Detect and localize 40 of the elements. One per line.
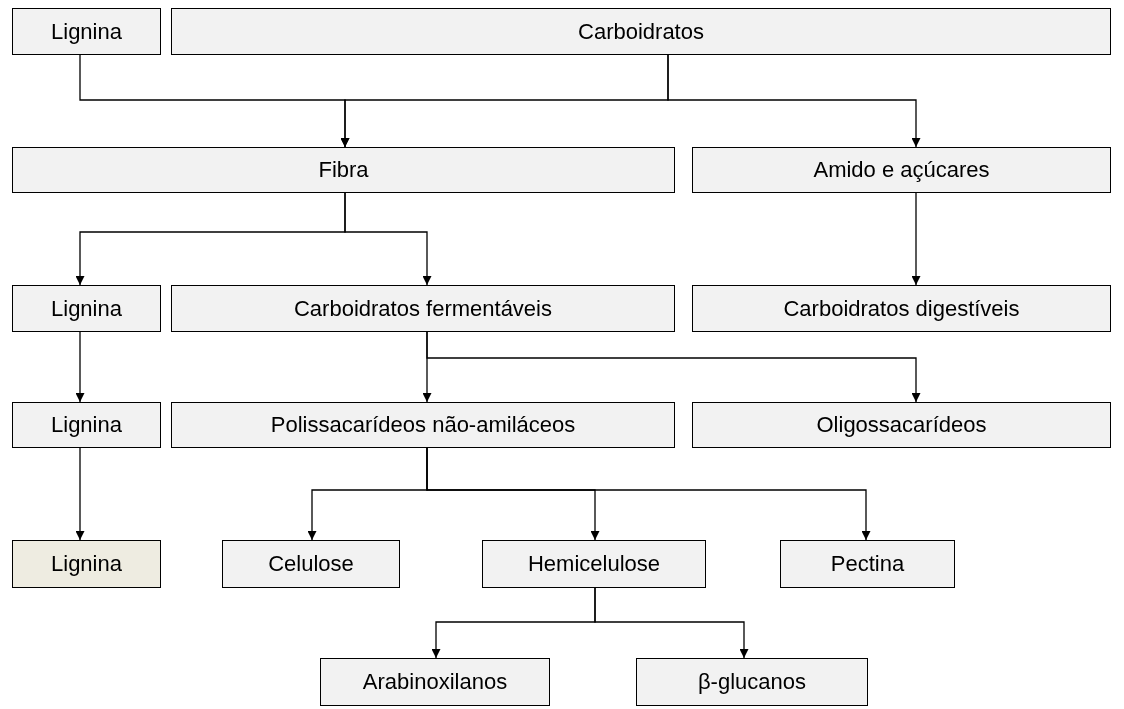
category-box <box>12 285 161 332</box>
category-box <box>482 540 706 588</box>
box-label: Fibra <box>318 157 369 183</box>
arrow <box>426 447 871 541</box>
box-label: Lignina <box>51 18 122 45</box>
box-label: Hemicelulose <box>527 551 661 577</box>
category-box <box>12 8 161 55</box>
arrow <box>594 587 749 659</box>
box-label: Oligossacarídeos <box>816 412 987 438</box>
category-box <box>222 540 400 588</box>
box-label: Polissacarídeos não-amiláceos <box>270 412 576 438</box>
category-box <box>780 540 955 588</box>
category-box <box>692 147 1111 193</box>
box-label: Amido e açúcares <box>813 157 990 183</box>
category-box <box>171 402 675 448</box>
category-box <box>12 402 161 448</box>
box-label: Arabinoxilanos <box>362 669 508 695</box>
category-box <box>636 658 868 706</box>
box-label: Carboidratos <box>578 18 704 45</box>
category-box <box>171 8 1111 55</box>
category-box <box>692 402 1111 448</box>
box-label: Carboidratos digestíveis <box>783 295 1020 322</box>
arrow <box>667 54 921 148</box>
category-box <box>320 658 550 706</box>
box-label: Lignina <box>51 551 122 577</box>
category-box <box>171 285 675 332</box>
category-box <box>692 285 1111 332</box>
arrow <box>911 192 921 286</box>
box-label: Pectina <box>830 551 905 577</box>
category-box <box>12 147 675 193</box>
box-label: Lignina <box>51 412 122 438</box>
arrow <box>426 331 921 403</box>
box-label: β-glucanos <box>697 669 806 695</box>
category-box <box>12 540 161 588</box>
box-label: Lignina <box>51 295 122 322</box>
arrow <box>75 331 85 403</box>
box-label: Carboidratos fermentáveis <box>294 295 552 322</box>
arrow <box>344 192 432 286</box>
box-label: Celulose <box>268 551 354 577</box>
arrow <box>75 447 85 541</box>
